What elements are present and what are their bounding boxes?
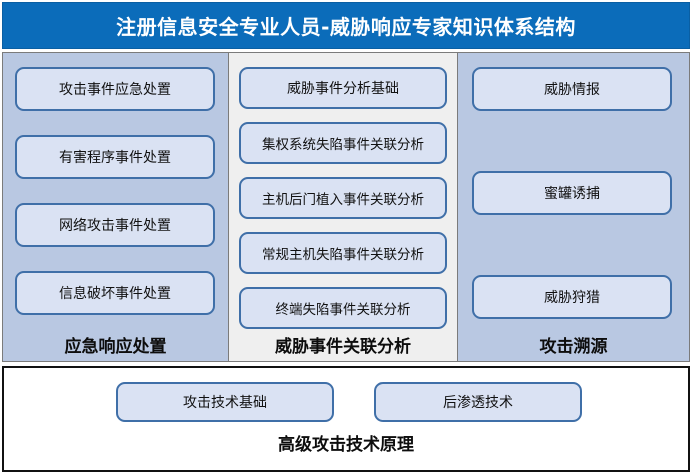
columns-region: 攻击事件应急处置 有害程序事件处置 网络攻击事件处置 信息破坏事件处置 应急响应… bbox=[2, 52, 690, 362]
section-advanced-attack-technique-principles: 攻击技术基础 后渗透技术 高级攻击技术原理 bbox=[2, 366, 690, 472]
node-threat-event-analysis-basics[interactable]: 威胁事件分析基础 bbox=[239, 67, 447, 109]
column-label-emergency-response: 应急响应处置 bbox=[64, 336, 167, 357]
section-label-advanced-attack-technique-principles: 高级攻击技术原理 bbox=[278, 435, 414, 455]
column-threat-event-correlation-analysis-body: 威胁事件分析基础 集权系统失陷事件关联分析 主机后门植入事件关联分析 常规主机失… bbox=[229, 53, 457, 329]
node-post-exploitation-techniques[interactable]: 后渗透技术 bbox=[374, 382, 582, 422]
column-emergency-response-body: 攻击事件应急处置 有害程序事件处置 网络攻击事件处置 信息破坏事件处置 bbox=[3, 53, 228, 327]
page-title: 注册信息安全专业人员-威胁响应专家知识体系结构 bbox=[116, 15, 576, 39]
column-attack-attribution: 威胁情报 蜜罐诱捕 威胁狩猎 攻击溯源 bbox=[458, 52, 690, 362]
node-attack-technique-basics[interactable]: 攻击技术基础 bbox=[116, 382, 334, 422]
node-honeypot-trapping[interactable]: 蜜罐诱捕 bbox=[472, 171, 672, 215]
node-centralized-system-compromise-correlation[interactable]: 集权系统失陷事件关联分析 bbox=[239, 122, 447, 164]
node-information-destruction-incident-handling[interactable]: 信息破坏事件处置 bbox=[15, 271, 215, 315]
column-label-threat-event-correlation-analysis: 威胁事件关联分析 bbox=[275, 336, 411, 357]
node-endpoint-compromise-correlation[interactable]: 终端失陷事件关联分析 bbox=[239, 287, 447, 329]
node-malicious-program-incident-handling[interactable]: 有害程序事件处置 bbox=[15, 135, 215, 179]
node-attack-incident-emergency-handling[interactable]: 攻击事件应急处置 bbox=[15, 67, 215, 111]
column-attack-attribution-body: 威胁情报 蜜罐诱捕 威胁狩猎 bbox=[458, 53, 689, 327]
node-network-attack-incident-handling[interactable]: 网络攻击事件处置 bbox=[15, 203, 215, 247]
column-label-attack-attribution: 攻击溯源 bbox=[539, 336, 608, 357]
node-threat-hunting[interactable]: 威胁狩猎 bbox=[472, 275, 672, 319]
column-emergency-response: 攻击事件应急处置 有害程序事件处置 网络攻击事件处置 信息破坏事件处置 应急响应… bbox=[2, 52, 228, 362]
node-host-backdoor-implant-correlation[interactable]: 主机后门植入事件关联分析 bbox=[239, 177, 447, 219]
column-threat-event-correlation-analysis: 威胁事件分析基础 集权系统失陷事件关联分析 主机后门植入事件关联分析 常规主机失… bbox=[228, 52, 458, 362]
node-regular-host-compromise-correlation[interactable]: 常规主机失陷事件关联分析 bbox=[239, 232, 447, 274]
node-threat-intelligence[interactable]: 威胁情报 bbox=[472, 67, 672, 111]
diagram-title-bar: 注册信息安全专业人员-威胁响应专家知识体系结构 bbox=[2, 2, 690, 49]
bottom-nodes-region: 攻击技术基础 后渗透技术 bbox=[4, 368, 688, 430]
